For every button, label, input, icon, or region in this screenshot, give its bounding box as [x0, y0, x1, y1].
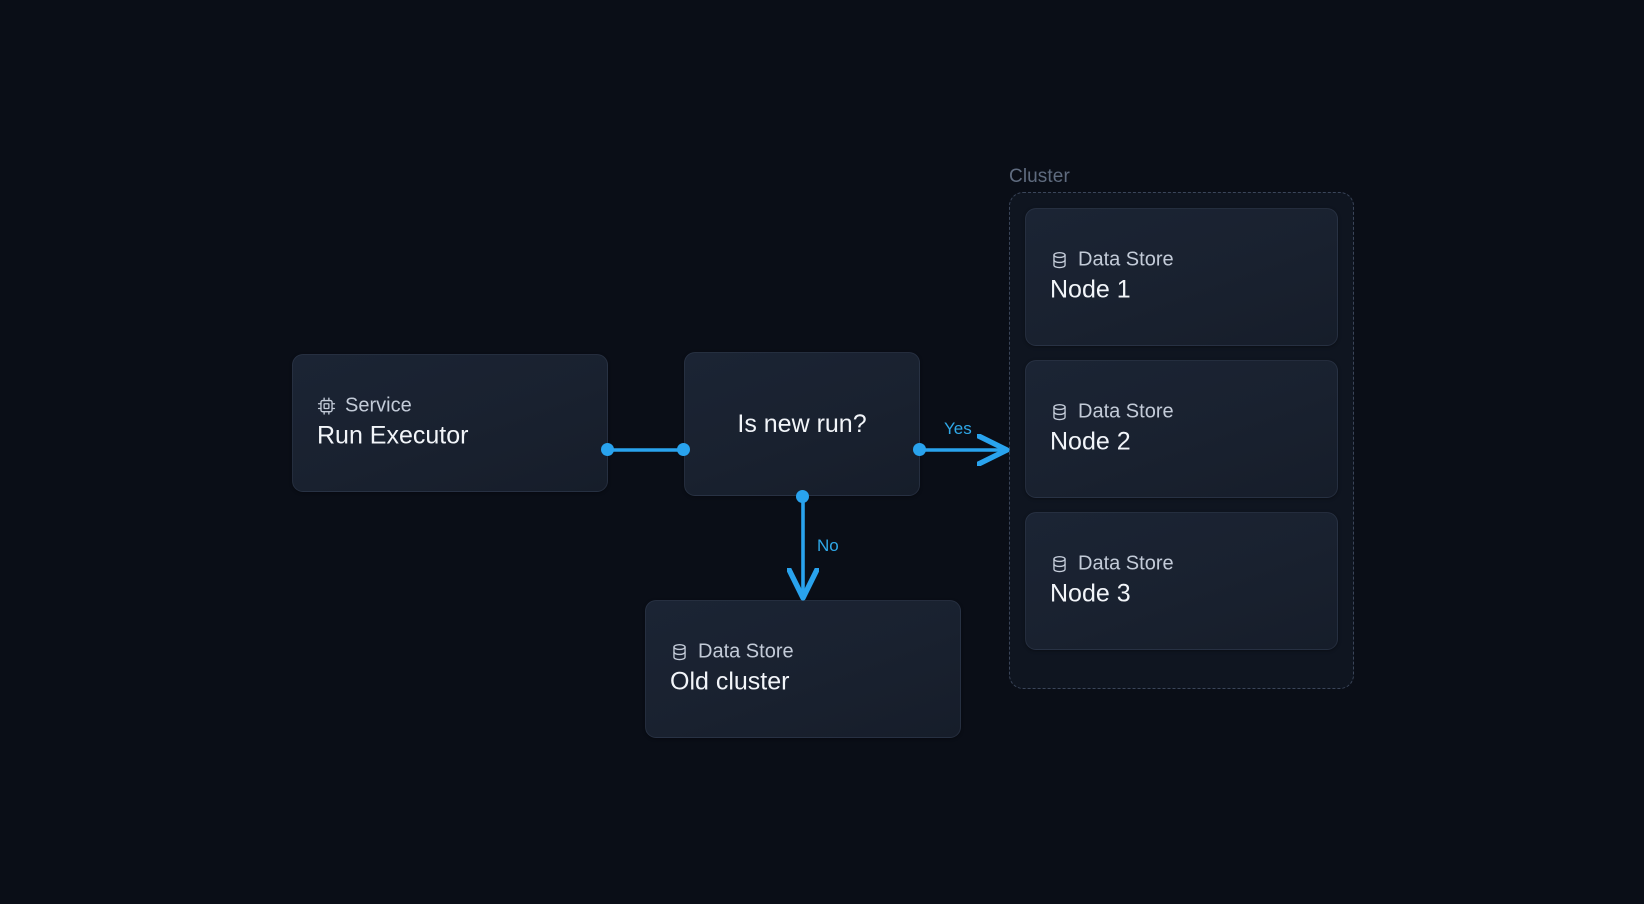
node-data-store-2-kind: Data Store	[1050, 402, 1174, 422]
node-data-store-1-kind-label: Data Store	[1078, 248, 1174, 271]
node-data-store-2-content: Data Store Node 2	[1050, 402, 1174, 457]
node-is-new-run-title: Is new run?	[737, 409, 867, 438]
node-old-cluster[interactable]: Data Store Old cluster	[645, 600, 961, 738]
handle-service-right[interactable]	[601, 443, 614, 456]
node-data-store-3-title: Node 3	[1050, 579, 1131, 608]
handle-decision-bottom[interactable]	[796, 490, 809, 503]
node-data-store-3-kind-label: Data Store	[1078, 552, 1174, 575]
node-data-store-1-title: Node 1	[1050, 275, 1131, 304]
node-run-executor-kind: Service	[317, 396, 468, 416]
database-icon	[1050, 402, 1069, 421]
edge-label-no: No	[817, 536, 839, 555]
node-is-new-run[interactable]: Is new run?	[684, 352, 920, 496]
node-run-executor-content: Service Run Executor	[317, 396, 468, 451]
edge-label-yes: Yes	[944, 419, 972, 438]
node-run-executor[interactable]: Service Run Executor	[292, 354, 608, 492]
database-icon	[1050, 554, 1069, 573]
node-data-store-1-content: Data Store Node 1	[1050, 250, 1174, 305]
node-run-executor-title: Run Executor	[317, 421, 469, 450]
database-icon	[670, 642, 689, 661]
node-data-store-1-kind: Data Store	[1050, 250, 1174, 270]
node-data-store-3-content: Data Store Node 3	[1050, 554, 1174, 609]
handle-decision-left[interactable]	[677, 443, 690, 456]
node-old-cluster-content: Data Store Old cluster	[670, 642, 794, 697]
node-data-store-2[interactable]: Data Store Node 2	[1025, 360, 1338, 498]
node-data-store-2-title: Node 2	[1050, 427, 1131, 456]
node-old-cluster-kind-label: Data Store	[698, 640, 794, 663]
database-icon	[1050, 250, 1069, 269]
node-old-cluster-kind: Data Store	[670, 642, 794, 662]
node-old-cluster-title: Old cluster	[670, 667, 790, 696]
group-label-cluster: Cluster	[1009, 166, 1070, 187]
cpu-chip-icon	[317, 396, 336, 415]
node-data-store-3[interactable]: Data Store Node 3	[1025, 512, 1338, 650]
node-data-store-1[interactable]: Data Store Node 1	[1025, 208, 1338, 346]
node-run-executor-kind-label: Service	[345, 394, 412, 417]
handle-decision-right[interactable]	[913, 443, 926, 456]
node-data-store-3-kind: Data Store	[1050, 554, 1174, 574]
node-data-store-2-kind-label: Data Store	[1078, 400, 1174, 423]
